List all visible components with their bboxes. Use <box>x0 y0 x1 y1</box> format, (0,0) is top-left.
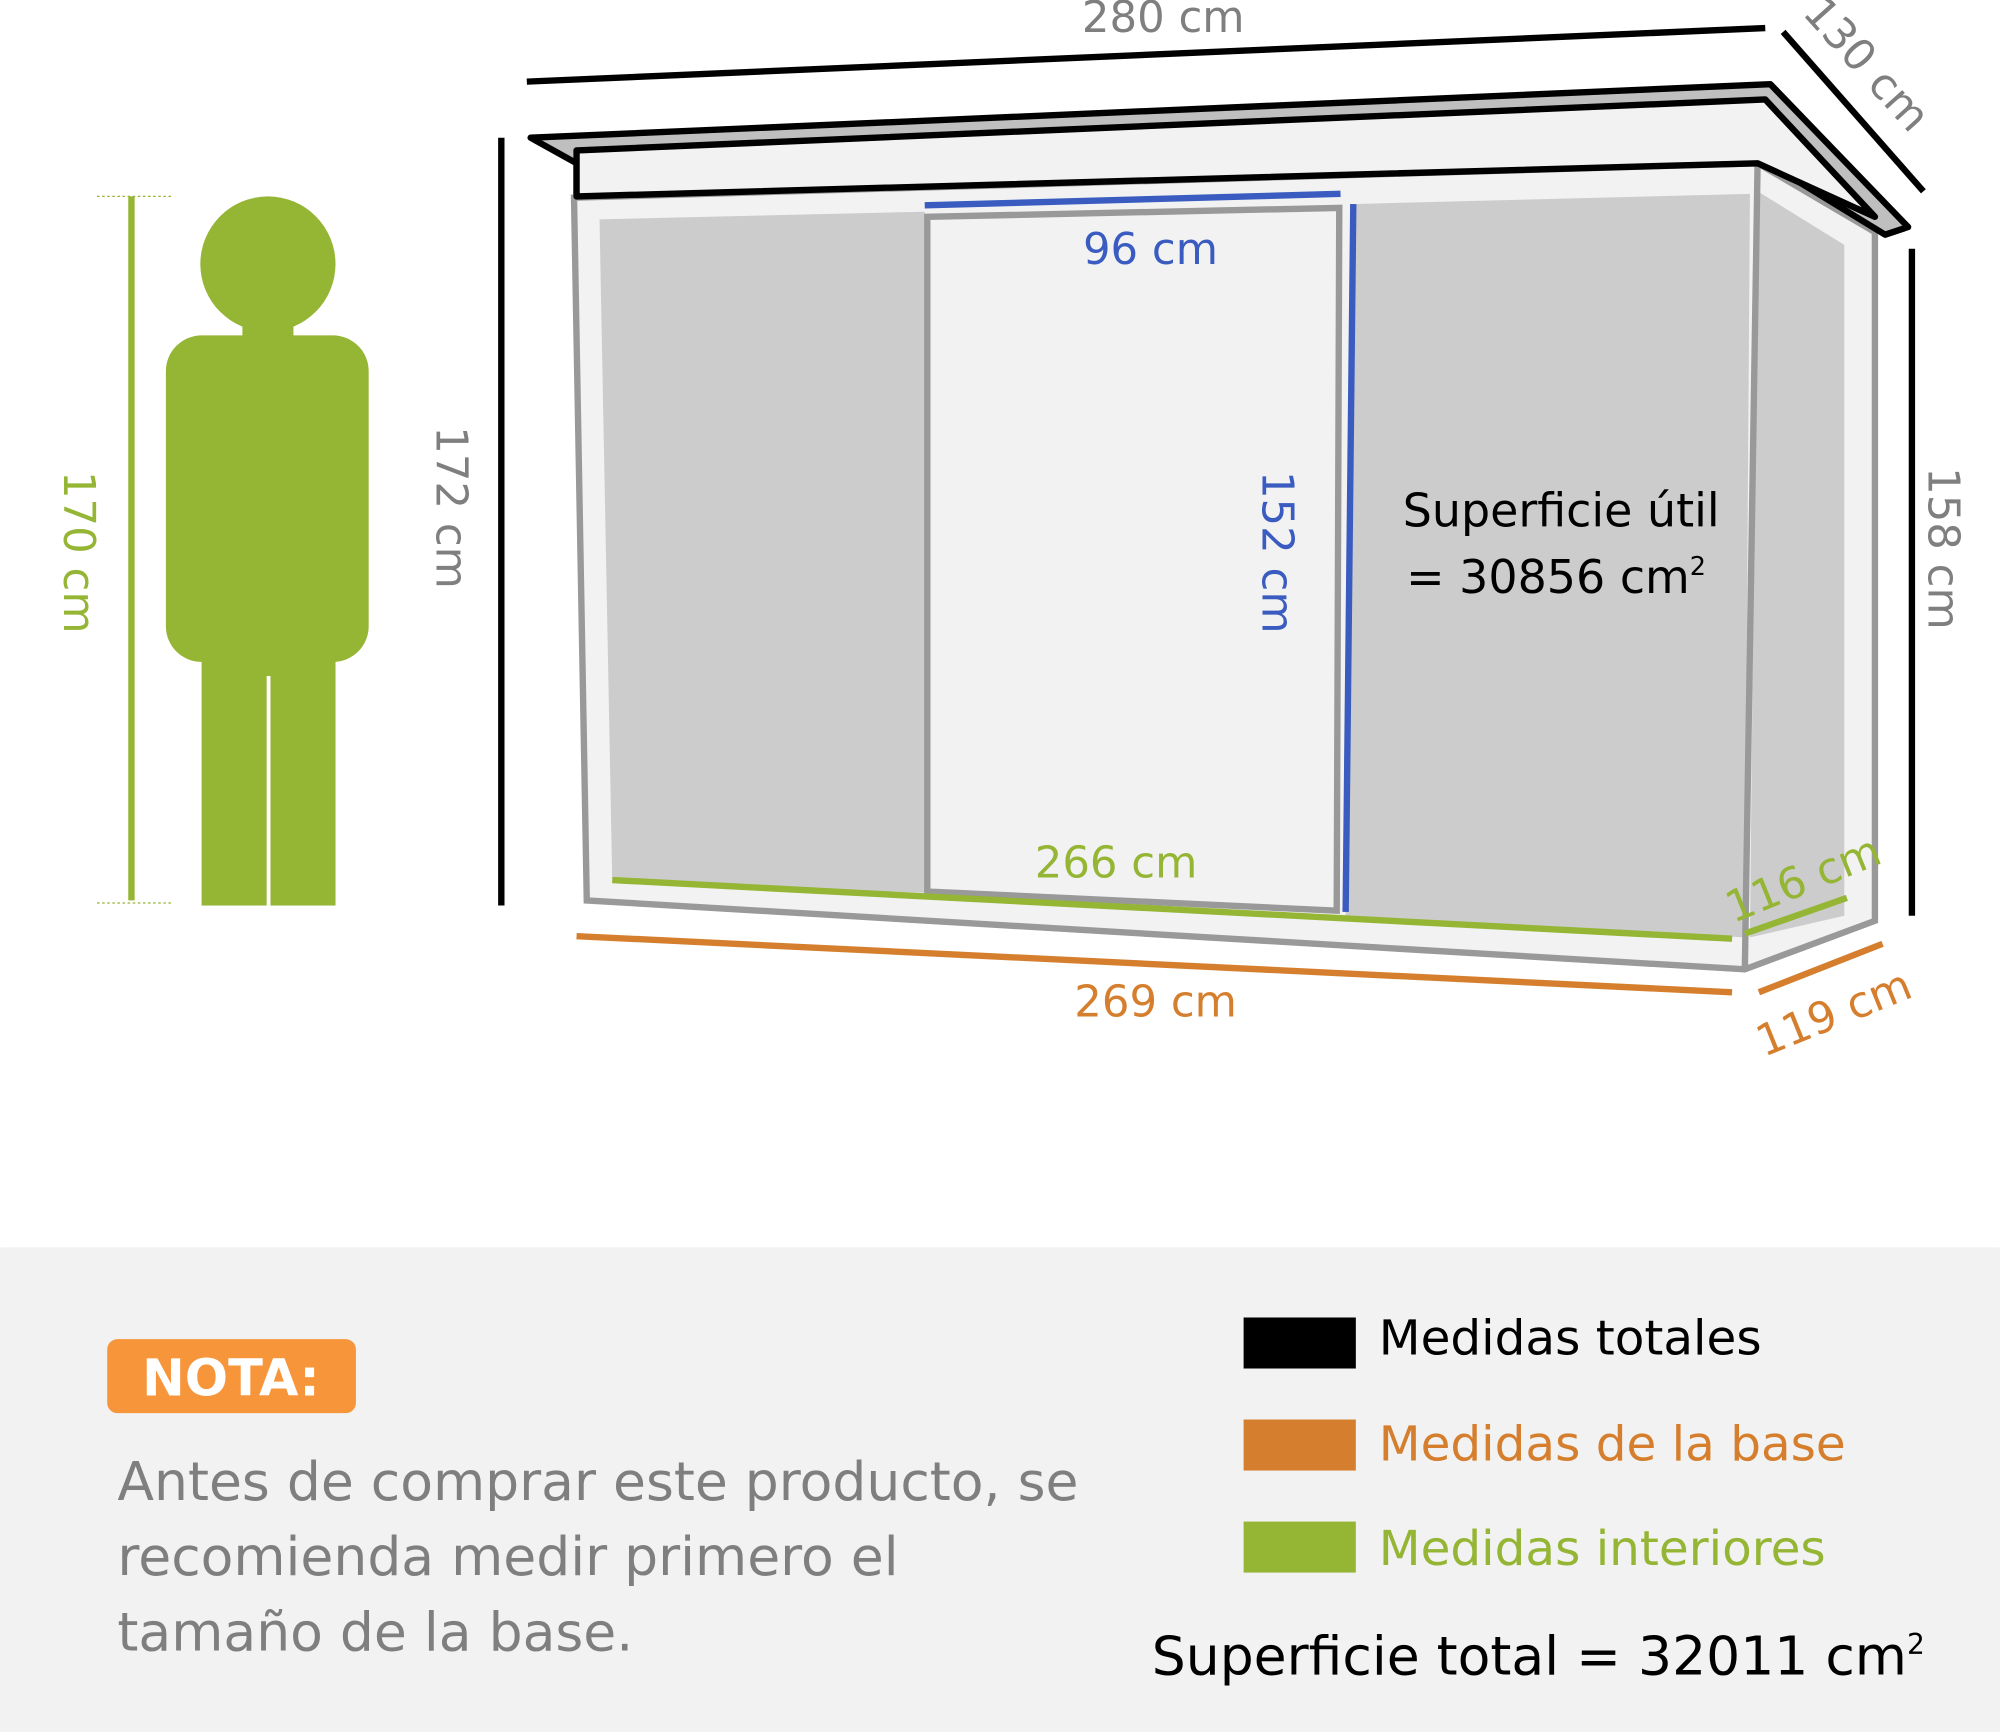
person-silhouette <box>165 196 369 906</box>
note-badge <box>107 1339 356 1414</box>
door-height-line <box>1342 204 1357 912</box>
interior-width-label: 266 cm <box>1035 838 1198 888</box>
base-width-label: 269 cm <box>1074 977 1237 1027</box>
door-width-label: 96 cm <box>1083 225 1218 275</box>
total-depth-line <box>1780 29 1926 194</box>
front-height-label: 172 cm <box>425 426 475 589</box>
total-area: Superficie total = 32011 cm2 <box>1152 1625 1925 1688</box>
note-text-line-1: Antes de comprar este producto, se <box>117 1450 1078 1513</box>
base-depth-line <box>1757 940 1884 996</box>
note-badge-label: NOTA: <box>142 1349 320 1408</box>
note-text-line-3: tamaño de la base. <box>117 1600 633 1663</box>
person-height-label: 170 cm <box>53 471 103 634</box>
legend-label-interior: Medidas interiores <box>1379 1521 1826 1577</box>
usable-area-title: Superficie útil <box>1403 484 1720 538</box>
total-width-line <box>526 24 1766 85</box>
total-width-label: 280 cm <box>1082 0 1245 43</box>
door-height-label: 152 cm <box>1252 471 1302 634</box>
door <box>924 204 1343 914</box>
legend-swatch-interior <box>1243 1521 1356 1573</box>
person-height-line <box>97 195 171 904</box>
back-height-label: 158 cm <box>1917 467 1967 630</box>
base-depth-label: 119 cm <box>1749 960 1919 1067</box>
base-width-line <box>576 932 1733 996</box>
legend-label-total: Medidas totales <box>1379 1310 1762 1366</box>
legend-label-base: Medidas de la base <box>1379 1416 1846 1472</box>
door-width-line <box>924 190 1341 209</box>
interior-width-line <box>612 876 1733 942</box>
legend-swatch-total <box>1243 1317 1356 1369</box>
usable-area-value: = 30856 cm2 <box>1406 550 1706 604</box>
interior-depth-line <box>1743 894 1848 937</box>
legend-swatch-base <box>1243 1419 1356 1471</box>
shed <box>527 80 1912 973</box>
note-text-line-2: recomienda medir primero el <box>117 1525 898 1588</box>
note-panel-bg <box>0 1247 2000 1732</box>
